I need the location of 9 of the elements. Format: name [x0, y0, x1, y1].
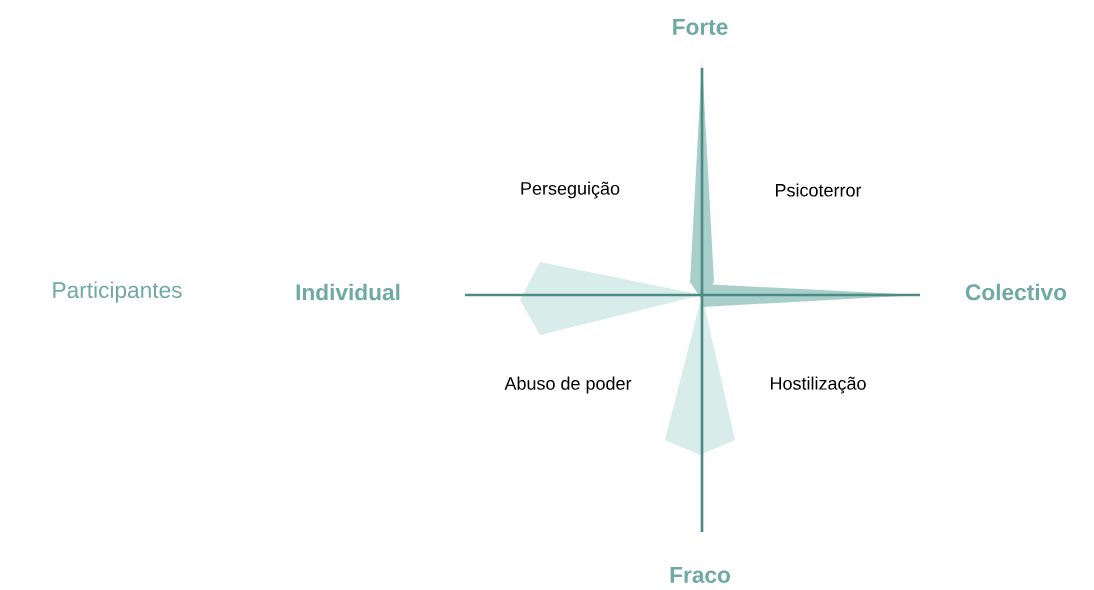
axis-label: Individual	[296, 283, 400, 301]
axis-label: Forte	[673, 19, 728, 35]
axis-label: Fraco	[670, 567, 730, 583]
quadrant-label: Perseguição	[521, 181, 620, 199]
axis-label: Participantes	[53, 281, 182, 303]
quadrant-label: Psicoterror	[776, 183, 862, 197]
quadrant-label: Hostilização	[771, 376, 866, 394]
quadrant-label: Abuso de poder	[504, 376, 632, 394]
axis-label: Colectivo	[965, 283, 1067, 301]
